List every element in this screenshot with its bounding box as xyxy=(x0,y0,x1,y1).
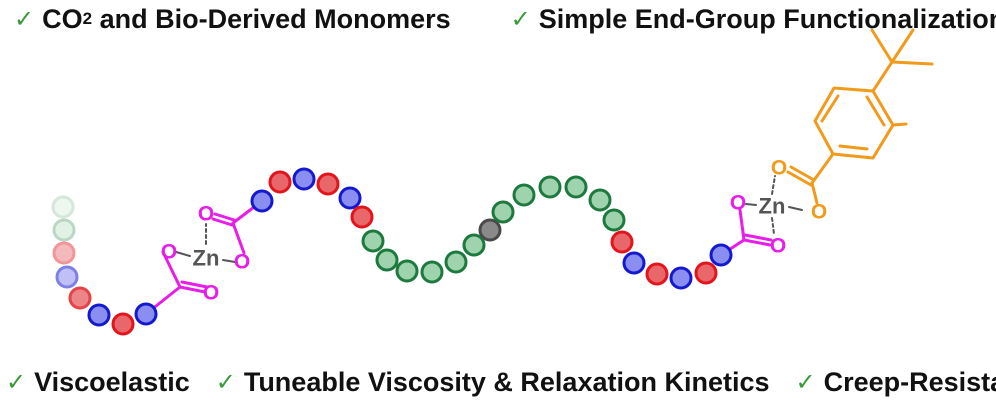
carboxylate-bond xyxy=(161,250,182,289)
monomer-bead xyxy=(602,208,626,232)
carboxylate-bond xyxy=(810,181,819,205)
monomer-bead xyxy=(420,260,444,284)
zn-bond xyxy=(788,206,803,211)
tert-butyl-bond xyxy=(870,28,894,64)
tert-butyl-bond xyxy=(891,122,908,127)
coordination-bond xyxy=(771,175,776,195)
monomer-bead xyxy=(268,170,292,194)
carbonyl-bond xyxy=(211,217,234,227)
monomer-bead xyxy=(444,250,468,274)
monomer-bead xyxy=(669,266,693,290)
aryl-bond xyxy=(810,152,835,185)
monomer-bead xyxy=(51,195,75,219)
monomer-bead xyxy=(622,251,646,275)
claim-tuneable-text: Tuneable Viscosity & Relaxation Kinetics xyxy=(243,366,770,397)
aromatic-bond xyxy=(838,144,869,151)
check-icon: ✓ xyxy=(510,5,531,33)
oxygen-atom: O xyxy=(771,157,787,180)
monomer-bead xyxy=(350,205,374,229)
monomer-bead xyxy=(588,188,612,212)
check-icon: ✓ xyxy=(14,5,35,33)
monomer-bead xyxy=(292,167,316,191)
zn-bond xyxy=(222,259,236,263)
monomer-bead xyxy=(395,259,419,283)
claim-end-group-text: Simple End-Group Functionalization xyxy=(538,3,996,34)
monomer-bead xyxy=(250,189,274,213)
carbonyl-bond xyxy=(786,170,813,187)
carboxylate-bond xyxy=(738,208,746,242)
footer-claims: ✓ Viscoelastic ✓ Tuneable Viscosity & Re… xyxy=(6,365,996,399)
claim-viscoelastic: ✓ Viscoelastic xyxy=(6,367,190,398)
tert-butyl-bond xyxy=(871,60,894,93)
bond-lines xyxy=(144,28,934,316)
oxygen-atom: O xyxy=(161,241,177,264)
oxygen-atom: O xyxy=(198,203,214,226)
oxygen-atom: O xyxy=(811,201,827,224)
claim-co2-rest: and Bio-Derived Monomers xyxy=(92,3,451,34)
monomer-bead xyxy=(375,248,399,272)
carbonyl-bond xyxy=(743,233,773,242)
claim-end-group: ✓ Simple End-Group Functionalization xyxy=(511,4,996,35)
claim-viscoelastic-text: Viscoelastic xyxy=(34,366,190,397)
claim-tuneable: ✓ Tuneable Viscosity & Relaxation Kineti… xyxy=(216,367,770,398)
zinc-atom: Zn xyxy=(193,246,220,271)
oxygen-atom: O xyxy=(203,282,219,305)
check-icon: ✓ xyxy=(6,368,27,396)
monomer-bead xyxy=(462,233,486,257)
aromatic-bond xyxy=(865,95,886,127)
claim-co2-main: CO xyxy=(42,3,83,34)
monomer-bead xyxy=(478,218,502,242)
carbonyl-bond xyxy=(180,280,209,289)
monomer-bead xyxy=(361,229,385,253)
monomer-bead xyxy=(610,230,634,254)
check-icon: ✓ xyxy=(795,368,816,396)
carbonyl-bond xyxy=(178,285,207,294)
tert-butyl-bond xyxy=(890,28,915,64)
monomer-bead xyxy=(134,302,158,326)
claim-creep-resistant: ✓ Creep-Resistant xyxy=(796,367,996,398)
monomer-bead xyxy=(538,175,562,199)
monomer-bead xyxy=(68,286,92,310)
aromatic-bond xyxy=(820,94,840,123)
zinc-atom: Zn xyxy=(759,194,786,219)
monomer-bead xyxy=(709,243,733,267)
carbonyl-bond xyxy=(742,238,772,247)
zn-bond xyxy=(745,203,757,206)
monomer-bead xyxy=(512,183,536,207)
oxygen-atom: O xyxy=(770,235,786,258)
monomer-bead xyxy=(316,172,340,196)
carbonyl-bond xyxy=(213,212,236,222)
monomer-bead xyxy=(52,218,76,242)
coordination-bond xyxy=(771,217,775,235)
monomer-bead xyxy=(645,262,669,286)
check-icon: ✓ xyxy=(215,368,236,396)
carboxylate-bond xyxy=(231,221,246,255)
monomer-bead xyxy=(87,303,111,327)
monomer-bead xyxy=(55,265,79,289)
carbonyl-bond xyxy=(789,165,816,182)
monomer-beads xyxy=(51,167,733,336)
monomer-bead xyxy=(694,261,718,285)
monomer-bead xyxy=(52,241,76,265)
monomer-bead xyxy=(338,186,362,210)
monomer-bead xyxy=(111,312,135,336)
claim-creep-text: Creep-Resistant xyxy=(823,366,996,397)
tert-butyl-bond xyxy=(890,60,934,66)
oxygen-atom: O xyxy=(234,251,250,274)
oxygen-atom: O xyxy=(730,192,746,215)
zn-bond xyxy=(175,251,191,257)
monomer-bead xyxy=(491,200,515,224)
monomer-bead xyxy=(564,175,588,199)
